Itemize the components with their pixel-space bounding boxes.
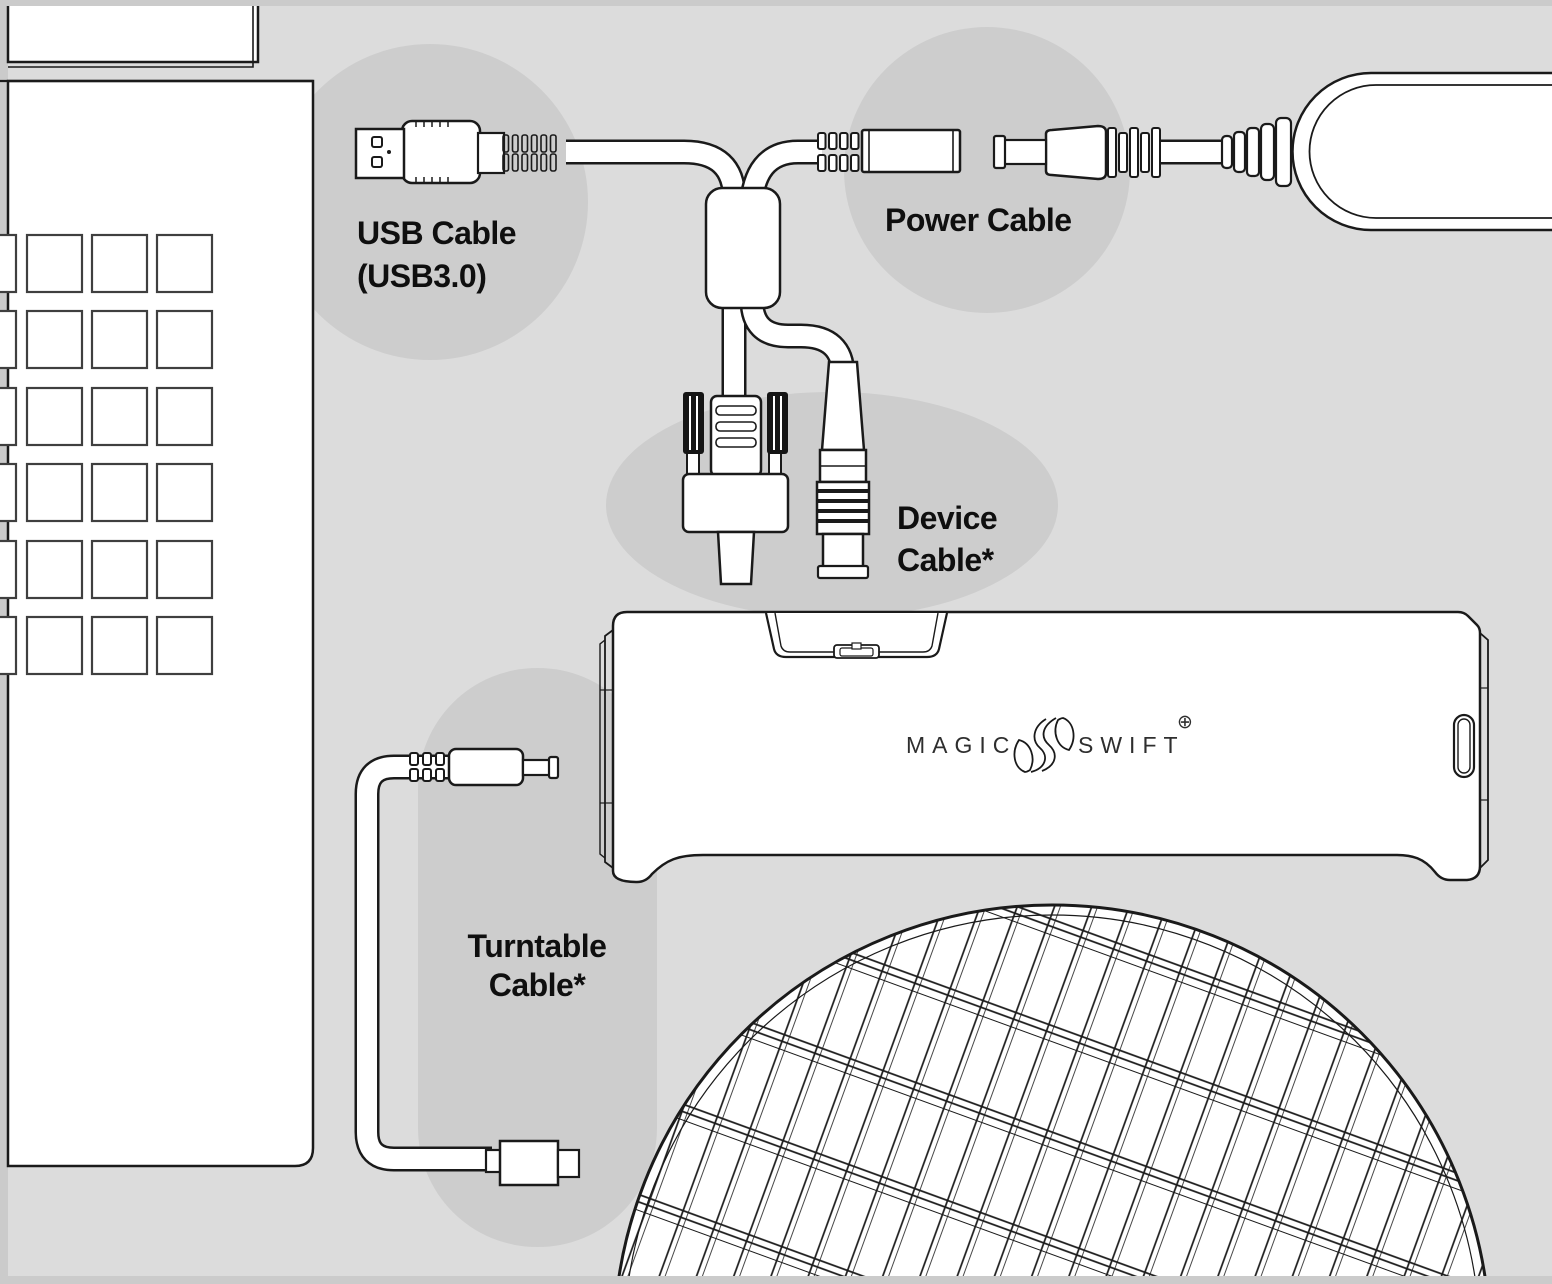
- turntable-usb-end: [484, 1139, 581, 1187]
- usb-a-bellows: [502, 134, 557, 172]
- usb-a-connector: [354, 119, 557, 185]
- device-unit: MAGIC SWIFT ⊕: [599, 610, 1489, 884]
- magic-swift-logo-icon: [1013, 717, 1075, 773]
- usb-a-neck: [476, 131, 506, 175]
- round-connector: [815, 360, 871, 580]
- device-left-panel-inner: [604, 629, 614, 869]
- turntable-disc: [616, 903, 1488, 1284]
- turntable-cable-assembly: [354, 747, 581, 1187]
- thumbscrew-knob: [767, 392, 788, 454]
- turntable-cable-label-line1: Turntable: [468, 928, 607, 964]
- brand-word-right: SWIFT: [1078, 732, 1185, 758]
- turntable-plug-ribs: [409, 752, 445, 782]
- dc-male-pin: [1002, 138, 1048, 166]
- turntable-plug-pin: [521, 758, 553, 777]
- round-connector-tip: [816, 564, 870, 580]
- turntable-cable-label-line2: Cable*: [489, 967, 587, 1003]
- dc-female-ribs: [817, 132, 860, 172]
- dsub-rib: [715, 437, 757, 448]
- laptop: [0, 0, 315, 1168]
- round-connector-boot: [820, 360, 866, 452]
- turntable-inner-rim: [627, 914, 1477, 1284]
- dc-male-ribs: [1107, 127, 1161, 178]
- device-side-slot-inner: [1457, 718, 1471, 774]
- dsub-connector: [681, 392, 790, 586]
- dc-male-boot: [1044, 124, 1108, 181]
- dsub-overmold: [709, 394, 763, 478]
- usb-cable-label-line1: USB Cable: [357, 215, 516, 251]
- power-highlight-circle: [844, 27, 1130, 313]
- device-right-panel: [1479, 632, 1489, 869]
- adapter-strain-relief: [1220, 116, 1293, 188]
- power-adapter-assembly: [992, 71, 1552, 232]
- device-cable-label-line2: Cable*: [897, 542, 995, 578]
- turntable-cable-core: [357, 757, 492, 1169]
- brand-word-left: MAGIC: [906, 732, 1016, 758]
- turntable-plug-tip: [547, 755, 560, 780]
- ferrite-bead: [704, 186, 782, 310]
- dsub-rib: [715, 405, 757, 416]
- power-cable-label: Power Cable: [885, 202, 1072, 238]
- labels: USB Cable (USB3.0) Power Cable Device Ca…: [357, 202, 1072, 1003]
- device-side-slot: [1452, 713, 1476, 779]
- knurl-band: [818, 519, 868, 523]
- usb-a-dot: [387, 150, 391, 154]
- round-connector-barrel: [821, 532, 865, 570]
- knurl-band: [818, 499, 868, 503]
- turntable-highlight-pill: [418, 668, 657, 1247]
- power-adapter-body: [1291, 71, 1552, 232]
- dsub-rib: [715, 421, 757, 432]
- split-cable-assembly: [354, 119, 962, 586]
- turntable-usb-body: [498, 1139, 560, 1187]
- device-left-panel-outer: [599, 639, 606, 859]
- device-cable-label-line1: Device: [897, 500, 997, 536]
- turntable-usb-tip: [556, 1148, 581, 1179]
- knurl-band: [818, 509, 868, 513]
- usb-highlight-circle: [272, 44, 588, 360]
- device-body: [611, 610, 1482, 884]
- turntable-plug-body: [447, 747, 525, 787]
- laptop-screen-inner-edge: [8, 0, 254, 68]
- dc-female-barrel: [860, 128, 962, 174]
- trademark-icon: ⊕: [1177, 711, 1193, 733]
- dock-connector-key: [851, 642, 862, 650]
- dsub-flange: [681, 472, 790, 534]
- highlight-regions: [272, 27, 1130, 1247]
- knurl-band: [818, 489, 868, 493]
- dc-male-plug: [992, 124, 1161, 181]
- turntable: [616, 903, 1488, 1284]
- usb-a-overmold: [400, 119, 482, 185]
- laptop-keyboard: [0, 233, 214, 676]
- usb-a-hole: [371, 156, 383, 168]
- dc-female-connector: [817, 128, 962, 174]
- top-edge-band: [0, 0, 1552, 6]
- brand-logo: MAGIC SWIFT ⊕: [906, 711, 1193, 773]
- bottom-edge-band: [0, 1276, 1552, 1284]
- usb-cable-label-line2: (USB3.0): [357, 258, 486, 294]
- power-adapter-inner-line: [1308, 84, 1552, 219]
- dsub-shield: [716, 530, 756, 586]
- dc-male-tip: [992, 134, 1007, 170]
- device-branch-b-core: [742, 285, 853, 376]
- thumbscrew-knob: [683, 392, 704, 454]
- usb-a-hole: [371, 136, 383, 148]
- usb-a-grip-ticks: [415, 121, 449, 183]
- laptop-screen: [6, 0, 260, 64]
